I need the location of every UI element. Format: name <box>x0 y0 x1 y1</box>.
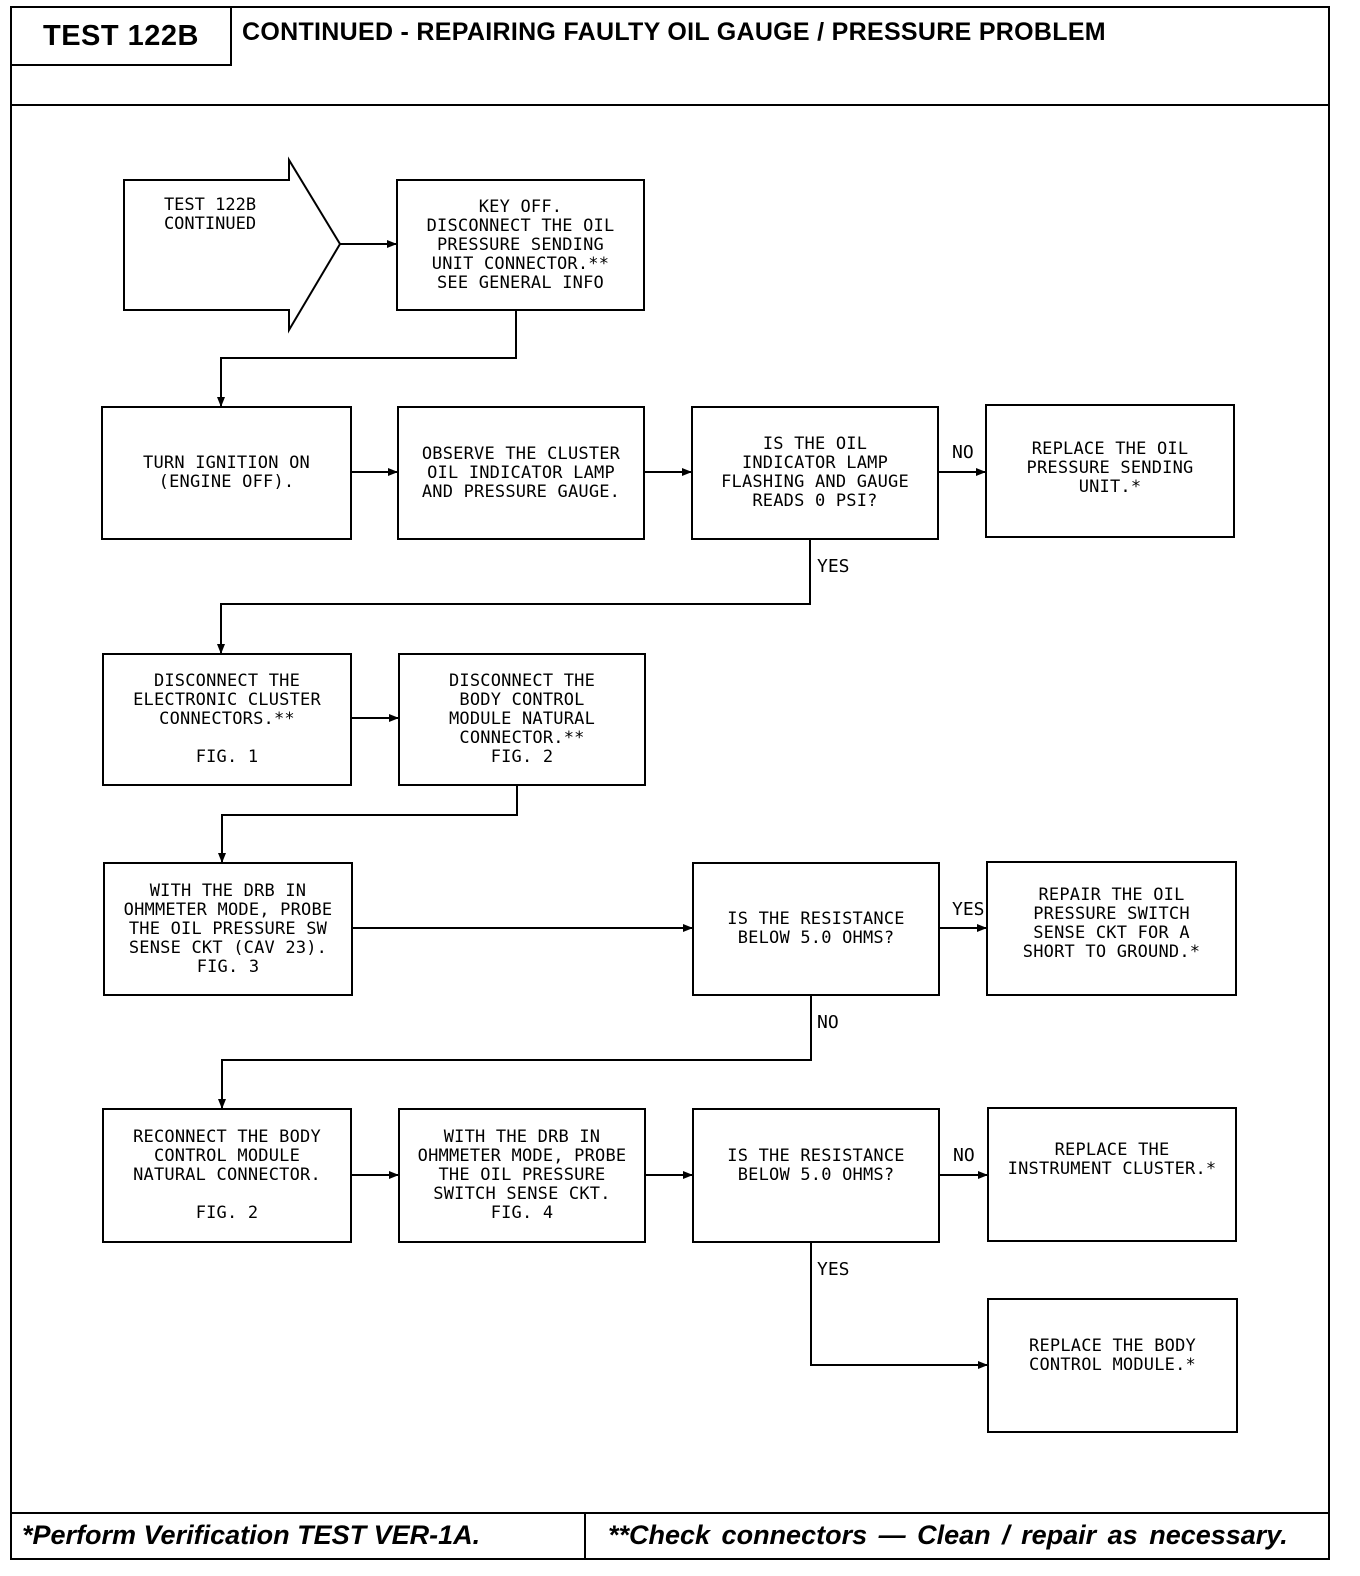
box-question-resistance-1: IS THE RESISTANCE BELOW 5.0 OHMS? <box>692 862 940 996</box>
box-ignition-on-text: TURN IGNITION ON (ENGINE OFF). <box>143 453 310 492</box>
footer-divider <box>584 1514 586 1560</box>
label-no-resistance-2: NO <box>953 1145 975 1166</box>
footer: *Perform Verification TEST VER-1A. **Che… <box>12 1512 1328 1560</box>
test-label: TEST 122B <box>12 8 232 66</box>
connector-qres2-yes <box>810 1242 988 1369</box>
connector-bcm-to-probe <box>218 786 518 863</box>
box-probe-switch-sense: WITH THE DRB IN OHMMETER MODE, PROBE THE… <box>398 1108 646 1243</box>
box-replace-bcm-text: REPLACE THE BODY CONTROL MODULE.* <box>1029 1335 1196 1375</box>
page-title: CONTINUED - REPAIRING FAULTY OIL GAUGE /… <box>242 18 1106 46</box>
box-question-lamp-text: IS THE OIL INDICATOR LAMP FLASHING AND G… <box>721 434 909 511</box>
box-repair-switch-ckt-text: REPAIR THE OIL PRESSURE SWITCH SENSE CKT… <box>1022 884 1201 962</box>
box-disconnect-bcm-text: DISCONNECT THE BODY CONTROL MODULE NATUR… <box>448 671 596 767</box>
box-replace-sending-unit-text: REPLACE THE OIL PRESSURE SENDING UNIT.* <box>1026 438 1194 497</box>
box-question-resistance-1-text: IS THE RESISTANCE BELOW 5.0 OHMS? <box>727 909 905 948</box>
box-replace-bcm: REPLACE THE BODY CONTROL MODULE.* <box>987 1298 1238 1433</box>
flowchart-page: TEST 122B CONTINUED - REPAIRING FAULTY O… <box>10 6 1330 1560</box>
header: TEST 122B CONTINUED - REPAIRING FAULTY O… <box>12 8 1328 106</box>
box-probe-sw-sense-text: WITH THE DRB IN OHMMETER MODE, PROBE THE… <box>123 880 333 977</box>
footer-verification-note: *Perform Verification TEST VER-1A. <box>22 1520 481 1550</box>
box-question-resistance-2-text: IS THE RESISTANCE BELOW 5.0 OHMS? <box>727 1145 905 1185</box>
box-key-off-text: KEY OFF. DISCONNECT THE OIL PRESSURE SEN… <box>426 196 615 293</box>
footer-connectors-note: **Check connectors — Clean / repair as n… <box>608 1520 1288 1550</box>
connector-qres1-no <box>218 995 812 1109</box>
box-repair-switch-ckt: REPAIR THE OIL PRESSURE SWITCH SENSE CKT… <box>986 861 1237 996</box>
label-yes-lamp: YES <box>817 556 850 577</box>
box-observe-text: OBSERVE THE CLUSTER OIL INDICATOR LAMP A… <box>421 443 621 502</box>
box-replace-sending-unit: REPLACE THE OIL PRESSURE SENDING UNIT.* <box>985 404 1235 538</box>
box-disconnect-cluster-text: DISCONNECT THE ELECTRONIC CLUSTER CONNEC… <box>133 671 321 767</box>
box-ignition-on: TURN IGNITION ON (ENGINE OFF). <box>101 406 352 540</box>
box-reconnect-bcm-text: RECONNECT THE BODY CONTROL MODULE NATURA… <box>133 1127 321 1223</box>
box-probe-sw-sense: WITH THE DRB IN OHMMETER MODE, PROBE THE… <box>103 862 353 996</box>
start-arrow-shape <box>123 156 342 334</box>
box-question-lamp: IS THE OIL INDICATOR LAMP FLASHING AND G… <box>691 406 939 540</box>
box-replace-cluster: REPLACE THE INSTRUMENT CLUSTER.* <box>987 1107 1237 1242</box>
box-probe-switch-sense-text: WITH THE DRB IN OHMMETER MODE, PROBE THE… <box>417 1127 627 1223</box>
connector-qlamp-yes <box>217 539 811 654</box>
connector-keyoff-to-ignition <box>217 311 517 407</box>
label-yes-resistance-2: YES <box>817 1259 850 1280</box>
start-arrow-label: TEST 122B CONTINUED <box>163 195 257 234</box>
label-yes-resistance-1: YES <box>952 899 985 920</box>
box-question-resistance-2: IS THE RESISTANCE BELOW 5.0 OHMS? <box>692 1108 940 1243</box>
box-observe: OBSERVE THE CLUSTER OIL INDICATOR LAMP A… <box>397 406 645 540</box>
box-key-off: KEY OFF. DISCONNECT THE OIL PRESSURE SEN… <box>396 179 645 311</box>
box-disconnect-bcm: DISCONNECT THE BODY CONTROL MODULE NATUR… <box>398 653 646 786</box>
box-reconnect-bcm: RECONNECT THE BODY CONTROL MODULE NATURA… <box>102 1108 352 1243</box>
box-replace-cluster-text: REPLACE THE INSTRUMENT CLUSTER.* <box>1007 1139 1217 1179</box>
box-disconnect-cluster: DISCONNECT THE ELECTRONIC CLUSTER CONNEC… <box>102 653 352 786</box>
label-no-resistance-1: NO <box>817 1012 839 1033</box>
label-no-lamp: NO <box>952 442 974 463</box>
